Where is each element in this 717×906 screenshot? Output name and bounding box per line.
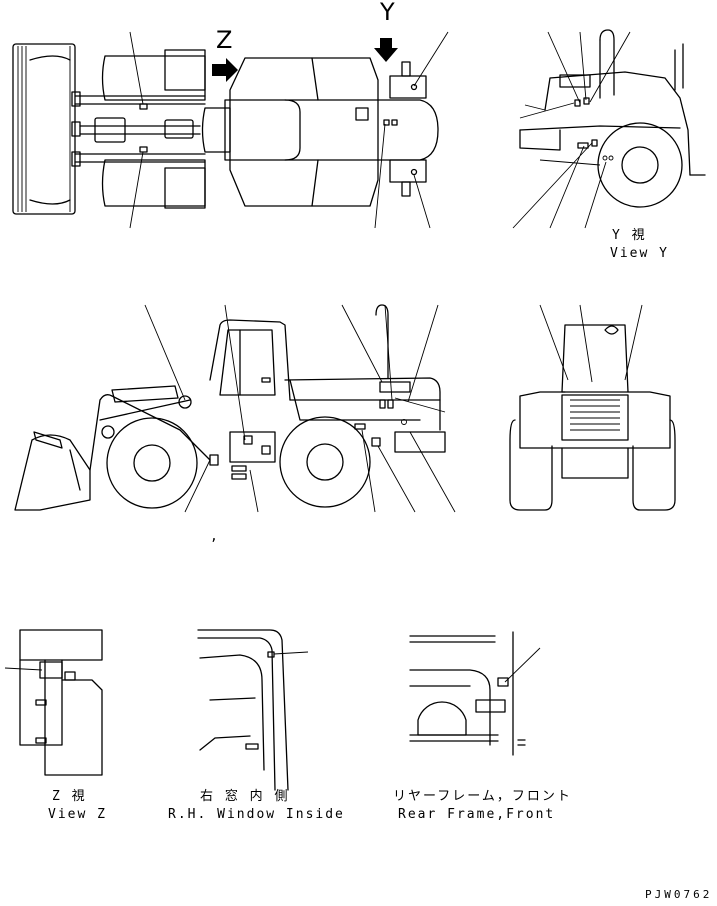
- svg-text:リヤーフレーム，フロント: リヤーフレーム，フロント: [393, 789, 572, 804]
- svg-text:Z 視: Z 視: [52, 789, 87, 804]
- marker-z: Z: [212, 26, 238, 82]
- svg-text:Y 視: Y 視: [612, 228, 647, 243]
- window-inside-caption: 右 窓 内 側 R.H. Window Inside: [168, 788, 345, 822]
- top-view: [12, 31, 449, 229]
- side-view: [14, 304, 456, 513]
- view-y-drawing: [512, 29, 706, 229]
- drawing-number: PJW0762: [645, 888, 712, 901]
- arrow-down-icon: [374, 38, 398, 62]
- rear-frame-drawing: [409, 631, 541, 756]
- view-y-caption: Y 視 View Y: [610, 228, 669, 261]
- svg-text:R.H. Window Inside: R.H. Window Inside: [168, 807, 345, 822]
- arrow-right-icon: [212, 58, 238, 82]
- svg-text:Z: Z: [216, 26, 232, 54]
- window-inside-drawing: [197, 629, 309, 791]
- svg-text:Rear Frame,Front: Rear Frame,Front: [398, 807, 555, 822]
- svg-text:View Y: View Y: [610, 246, 669, 261]
- stray-mark: ,: [210, 529, 220, 544]
- svg-text:View Z: View Z: [48, 807, 107, 822]
- rear-frame-caption: リヤーフレーム，フロント Rear Frame,Front: [393, 789, 572, 822]
- svg-text:Y: Y: [379, 0, 395, 26]
- front-view: [509, 304, 676, 511]
- view-z-drawing: [4, 629, 103, 776]
- svg-text:右 窓 内 側: 右 窓 内 側: [200, 788, 289, 804]
- marker-y: Y: [374, 0, 398, 62]
- view-z-caption: Z 視 View Z: [48, 789, 107, 822]
